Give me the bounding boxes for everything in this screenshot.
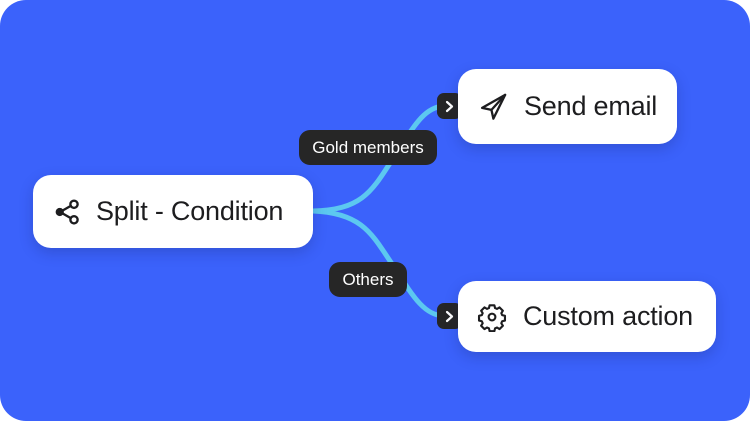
gear-icon — [477, 302, 507, 332]
branch-label-others[interactable]: Others — [329, 262, 407, 297]
branch-label-text: Others — [342, 269, 394, 289]
node-custom-action[interactable]: Custom action — [458, 281, 716, 352]
paper-plane-icon — [478, 91, 509, 122]
node-label: Split - Condition — [96, 196, 284, 226]
share-split-icon — [52, 197, 82, 227]
node-label: Custom action — [523, 301, 693, 331]
branch-label-gold-members[interactable]: Gold members — [299, 130, 437, 165]
branch-label-text: Gold members — [312, 137, 424, 157]
chevron-right-icon — [445, 100, 454, 112]
chevron-right-icon — [445, 310, 454, 322]
node-split-condition[interactable]: Split - Condition — [33, 175, 313, 248]
node-send-email[interactable]: Send email — [458, 69, 677, 144]
connector-badge-custom-action[interactable] — [437, 303, 462, 329]
node-label: Send email — [524, 91, 658, 121]
connector-badge-send-email[interactable] — [437, 93, 462, 119]
